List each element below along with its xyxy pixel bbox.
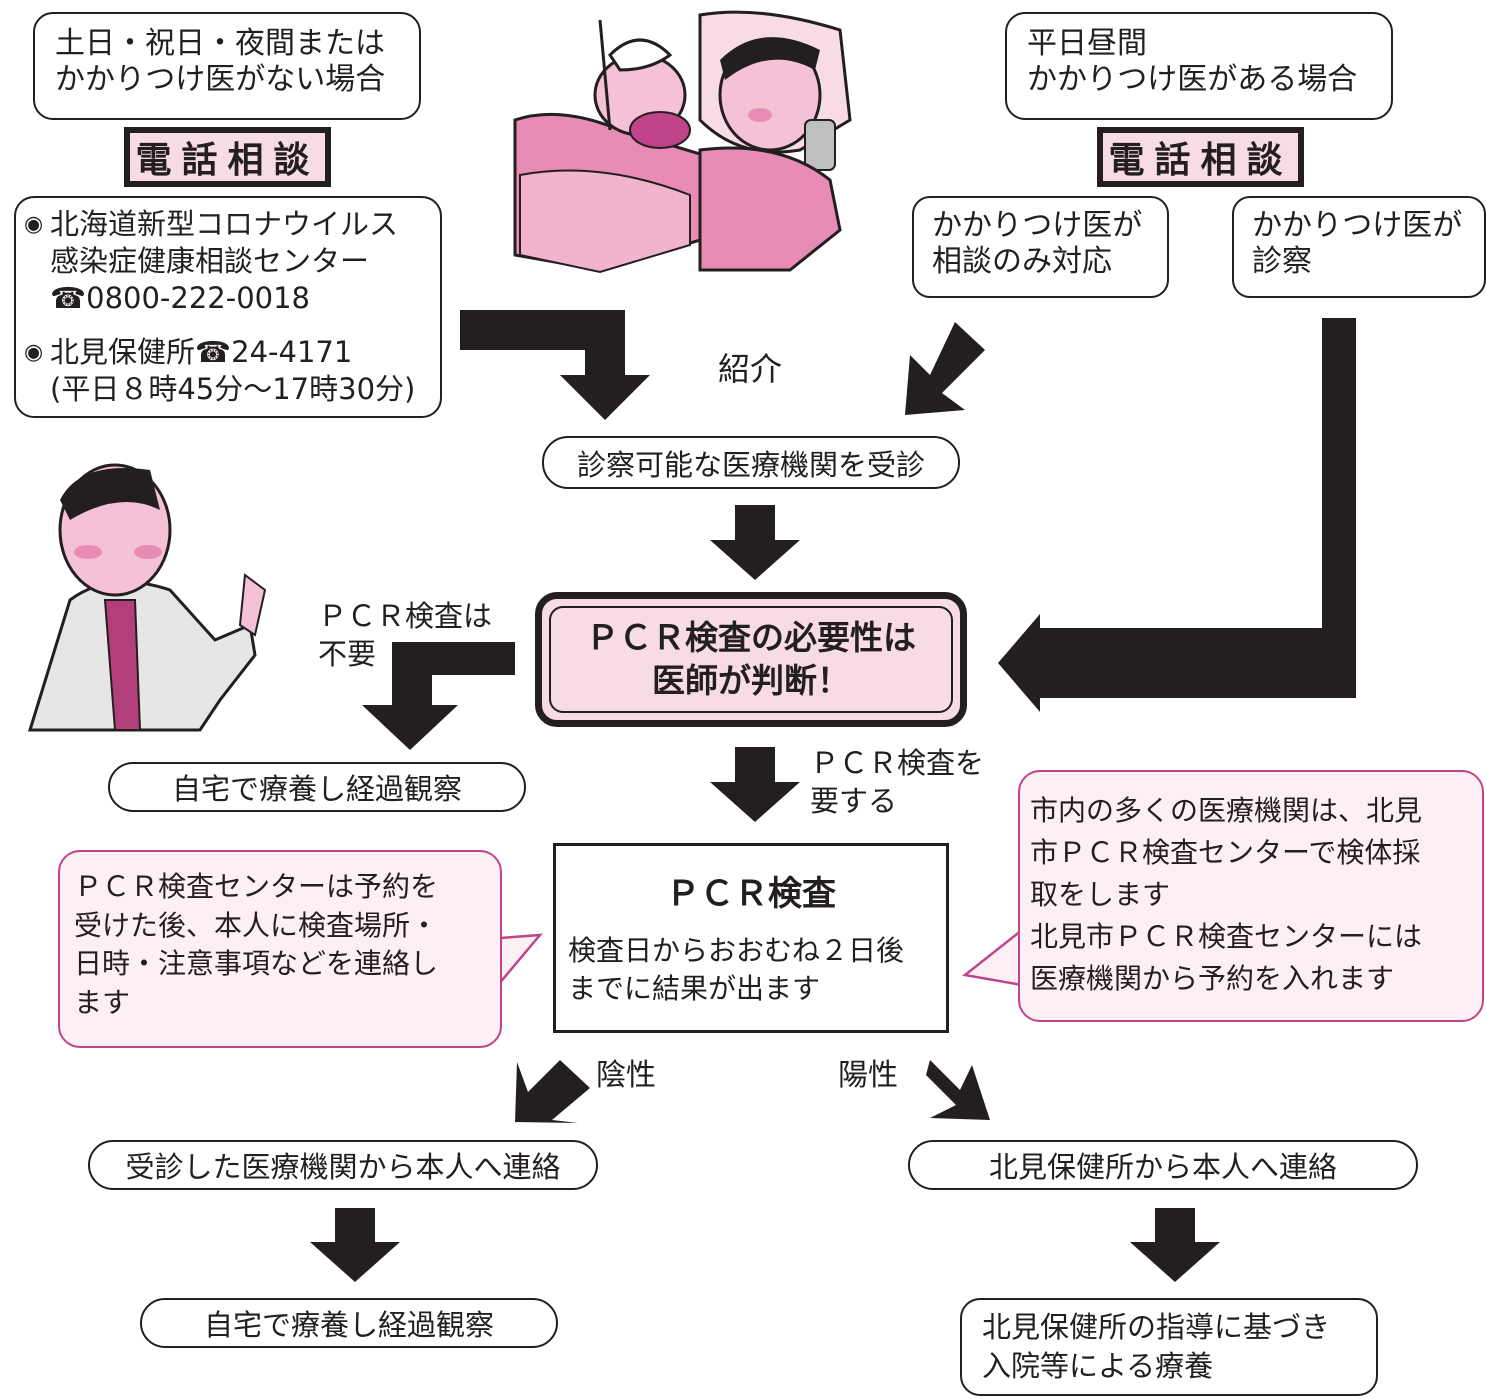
decision-text: ＰＣＲ検査の必要性は 医師が判断！	[586, 617, 916, 700]
bubble-right-tail	[962, 927, 1024, 987]
visit-clinic-box: 診察可能な医療機関を受診	[542, 436, 960, 489]
bubble-right-text: 市内の多くの医療機関は、北見 市ＰＣＲ検査センターで検体採 取をします 北見市Ｐ…	[1030, 794, 1423, 995]
positive-contact-box: 北見保健所から本人へ連絡	[908, 1140, 1418, 1190]
pcr-test-title: ＰＣＲ検査	[666, 874, 836, 914]
pcr-needed-label: ＰＣＲ検査を 要する	[810, 746, 985, 818]
arrow-negative-to-home	[310, 1208, 400, 1282]
option-exam-text: かかりつけ医が 診察	[1252, 208, 1463, 279]
arrow-negative	[515, 1060, 590, 1123]
negative-contact-box: 受診した医療機関から本人へ連絡	[88, 1140, 598, 1190]
consult-centers-box: ◉ 北海道新型コロナウイルス 感染症健康相談センター ☎0800-222-001…	[14, 196, 442, 418]
bubble-right: 市内の多くの医療機関は、北見 市ＰＣＲ検査センターで検体採 取をします 北見市Ｐ…	[1018, 770, 1484, 1022]
option-exam-box: かかりつけ医が 診察	[1232, 196, 1486, 298]
condition-no-doctor-box: 土日・祝日・夜間または かかりつけ医がない場合	[33, 12, 421, 120]
sick-patient-illustration	[513, 10, 852, 274]
arrow-left-to-visit	[460, 310, 650, 420]
pcr-test-box: ＰＣＲ検査 検査日からおおむね２日後 までに結果が出ます	[553, 843, 949, 1033]
arrow-decision-to-home	[362, 642, 515, 750]
positive-contact-text: 北見保健所から本人へ連絡	[988, 1150, 1337, 1184]
bullet-icon: ◉	[24, 340, 44, 365]
bullet-icon: ◉	[24, 212, 44, 237]
phone-consult-banner-left: 電話相談	[124, 127, 331, 187]
home-care-top-box: 自宅で療養し経過観察	[108, 762, 526, 812]
decision-box-outer: ＰＣＲ検査の必要性は 医師が判断！	[535, 592, 967, 727]
arrow-consult-to-visit	[905, 322, 985, 415]
home-care-top-text: 自宅で療養し経過観察	[171, 772, 462, 806]
arrow-visit-to-decision	[710, 505, 800, 580]
positive-label: 陽性	[838, 1058, 898, 1093]
condition-no-doctor-text: 土日・祝日・夜間または かかりつけ医がない場合	[55, 26, 386, 97]
negative-label: 陰性	[596, 1058, 656, 1093]
condition-has-doctor-box: 平日昼間 かかりつけ医がある場合	[1005, 12, 1393, 120]
arrow-positive	[926, 1060, 990, 1120]
hokkaido-center-text: 北海道新型コロナウイルス 感染症健康相談センター ☎0800-222-0018	[50, 207, 399, 316]
decision-box: ＰＣＲ検査の必要性は 医師が判断！	[549, 606, 953, 713]
home-care-bottom-text: 自宅で療養し経過観察	[203, 1308, 494, 1342]
home-care-bottom-box: 自宅で療養し経過観察	[140, 1298, 558, 1348]
hospital-care-text: 北見保健所の指導に基づき 入院等による療養	[982, 1310, 1331, 1384]
doctor-illustration	[27, 463, 267, 732]
phone-consult-banner-right: 電話相談	[1097, 127, 1304, 187]
bubble-left-text: ＰＣＲ検査センターは予約を 受けた後、本人に検査場所・ 日時・注意事項などを連絡…	[74, 870, 439, 1019]
condition-has-doctor-text: 平日昼間 かかりつけ医がある場合	[1027, 26, 1358, 97]
bubble-left-tail	[496, 933, 543, 989]
option-consult-only-box: かかりつけ医が 相談のみ対応	[912, 196, 1169, 298]
negative-contact-text: 受診した医療機関から本人へ連絡	[125, 1150, 561, 1184]
referral-label: 紹介	[718, 350, 783, 388]
visit-clinic-text: 診察可能な医療機関を受診	[576, 447, 925, 482]
hospital-care-box: 北見保健所の指導に基づき 入院等による療養	[960, 1298, 1378, 1396]
option-consult-only-text: かかりつけ医が 相談のみ対応	[932, 208, 1143, 279]
bubble-left: ＰＣＲ検査センターは予約を 受けた後、本人に検査場所・ 日時・注意事項などを連絡…	[58, 850, 502, 1048]
pcr-test-body: 検査日からおおむね２日後 までに結果が出ます	[568, 934, 905, 1005]
arrow-exam-to-decision	[998, 318, 1356, 712]
pcr-not-needed-label: ＰＣＲ検査は 不要	[318, 599, 493, 671]
arrow-decision-to-pcr	[710, 747, 800, 822]
kitami-health-center-text: 北見保健所☎24-4171 (平日８時45分～17時30分)	[50, 335, 416, 407]
arrow-positive-to-hospital	[1130, 1208, 1220, 1282]
